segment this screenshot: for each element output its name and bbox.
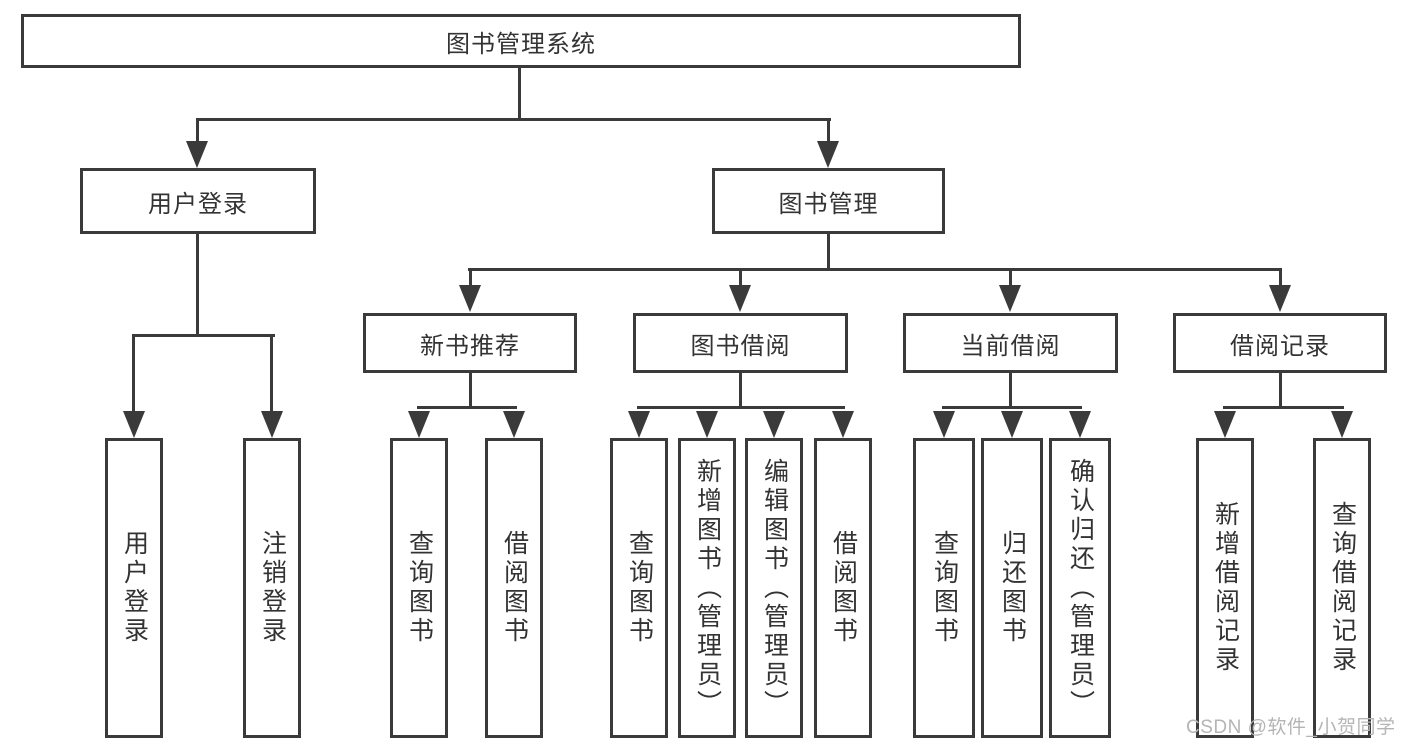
watermark: CSDN @软件_小贺同学 <box>1186 717 1396 738</box>
connector-stem-leaf-logout <box>270 336 273 412</box>
down-arrowhead-icon <box>1269 285 1291 312</box>
down-arrowhead-icon <box>1069 411 1091 438</box>
connector-new-book-rec-vertical <box>469 373 472 408</box>
leaf-edit-books-admin-label: 编辑图书（管理员） <box>760 457 789 719</box>
leaf-add-books-admin-label: 新增图书（管理员） <box>693 457 722 719</box>
connector-book-mgmt-branch <box>468 268 1282 271</box>
leaf-query-books-current: 查询图书 <box>913 438 975 738</box>
connector-stem-book-mgmt <box>827 120 830 142</box>
connector-user-login-branch <box>132 334 275 337</box>
node-book-management-label: 图书管理 <box>778 190 879 218</box>
node-user-login: 用户登录 <box>80 168 316 234</box>
down-arrowhead-icon <box>729 285 751 312</box>
down-arrowhead-icon <box>817 141 839 168</box>
connector-stem-new-book-rec <box>469 270 472 286</box>
leaf-logout: 注销登录 <box>243 438 301 738</box>
node-book-borrowing: 图书借阅 <box>633 313 848 373</box>
connector-borrow-record-vertical <box>1279 373 1282 408</box>
node-current-borrowing-label: 当前借阅 <box>960 332 1061 360</box>
node-new-book-recommend-label: 新书推荐 <box>420 332 520 360</box>
down-arrowhead-icon <box>408 411 430 438</box>
down-arrowhead-icon <box>832 411 854 438</box>
node-new-book-recommend: 新书推荐 <box>363 313 577 373</box>
connector-root-branch <box>196 118 831 121</box>
leaf-query-books-recommend-label: 查询图书 <box>405 530 434 646</box>
connector-stem-leaf-login <box>132 336 135 412</box>
leaf-add-borrow-record: 新增借阅记录 <box>1196 438 1254 738</box>
connector-book-borrow-vertical <box>739 373 742 408</box>
connector-borrow-record-branch <box>1223 406 1344 409</box>
node-user-login-label: 用户登录 <box>148 190 248 218</box>
connector-current-borrow-vertical <box>1009 373 1012 408</box>
leaf-return-books: 归还图书 <box>981 438 1043 738</box>
node-borrow-records-label: 借阅记录 <box>1230 332 1330 360</box>
down-arrowhead-icon <box>186 141 208 168</box>
node-library-system-label: 图书管理系统 <box>446 30 596 58</box>
leaf-add-borrow-record-label: 新增借阅记录 <box>1211 501 1240 675</box>
connector-stem-current-borrow <box>1009 270 1012 286</box>
node-library-system: 图书管理系统 <box>21 14 1021 68</box>
leaf-edit-books-admin: 编辑图书（管理员） <box>745 438 803 738</box>
leaf-logout-label: 注销登录 <box>258 530 287 646</box>
leaf-borrow-books-recommend-label: 借阅图书 <box>500 530 529 646</box>
connector-stem-borrow-record <box>1279 270 1282 286</box>
leaf-add-books-admin: 新增图书（管理员） <box>678 438 736 738</box>
leaf-query-books-recommend: 查询图书 <box>390 438 448 738</box>
down-arrowhead-icon <box>1331 411 1353 438</box>
down-arrowhead-icon <box>628 411 650 438</box>
down-arrowhead-icon <box>696 411 718 438</box>
leaf-confirm-return-admin-label: 确认归还（管理员） <box>1066 457 1095 719</box>
down-arrowhead-icon <box>503 411 525 438</box>
node-book-borrowing-label: 图书借阅 <box>690 332 791 360</box>
leaf-confirm-return-admin: 确认归还（管理员） <box>1049 438 1111 738</box>
node-borrow-records: 借阅记录 <box>1173 313 1387 373</box>
down-arrowhead-icon <box>933 411 955 438</box>
connector-stem-book-borrow <box>739 270 742 286</box>
leaf-user-login-label: 用户登录 <box>120 530 149 646</box>
leaf-borrow-books-recommend: 借阅图书 <box>485 438 543 738</box>
down-arrowhead-icon <box>1214 411 1236 438</box>
down-arrowhead-icon <box>261 411 283 438</box>
down-arrowhead-icon <box>1001 411 1023 438</box>
leaf-query-books-borrowing-label: 查询图书 <box>625 530 654 646</box>
leaf-query-books-borrowing: 查询图书 <box>610 438 668 738</box>
connector-new-book-rec-branch <box>417 406 517 409</box>
down-arrowhead-icon <box>999 285 1021 312</box>
down-arrowhead-icon <box>763 411 785 438</box>
leaf-query-borrow-record: 查询借阅记录 <box>1313 438 1371 738</box>
connector-root-vertical <box>518 68 521 120</box>
connector-book-borrow-branch <box>637 406 845 409</box>
leaf-query-borrow-record-label: 查询借阅记录 <box>1328 501 1357 675</box>
leaf-user-login: 用户登录 <box>105 438 163 738</box>
connector-book-mgmt-vertical <box>827 234 830 270</box>
node-current-borrowing: 当前借阅 <box>903 313 1118 373</box>
leaf-borrow-books-borrowing-label: 借阅图书 <box>829 530 858 646</box>
connector-stem-user-login <box>196 120 199 142</box>
connector-user-login-vertical <box>196 234 199 336</box>
leaf-return-books-label: 归还图书 <box>998 530 1027 646</box>
leaf-query-books-current-label: 查询图书 <box>930 530 959 646</box>
down-arrowhead-icon <box>123 411 145 438</box>
leaf-borrow-books-borrowing: 借阅图书 <box>814 438 872 738</box>
down-arrowhead-icon <box>459 285 481 312</box>
connector-current-borrow-branch <box>942 406 1082 409</box>
node-book-management: 图书管理 <box>712 168 945 234</box>
